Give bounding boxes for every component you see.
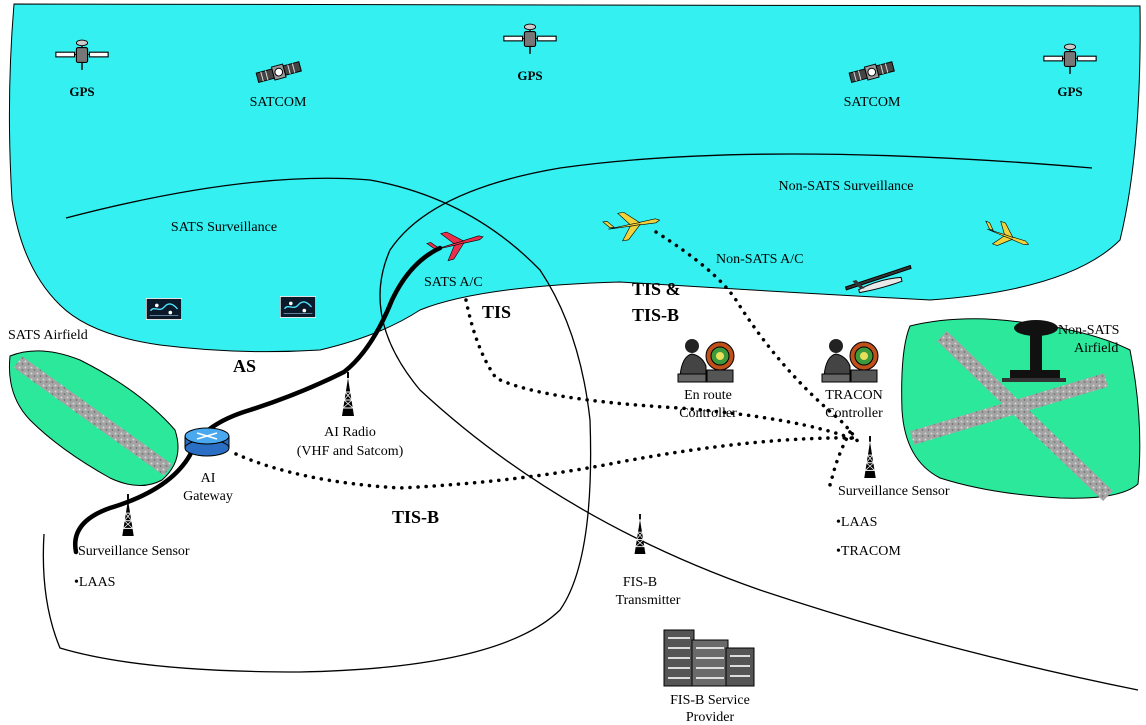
tis-link-line xyxy=(464,298,858,442)
sats-aircraft-label: SATS A/C xyxy=(424,275,483,290)
satellite-gps-3: GPS xyxy=(1043,43,1097,99)
non-sats-airfield-label-line2: Airfield xyxy=(1074,341,1118,356)
building-icon xyxy=(663,629,755,687)
fisb-service-provider-label-line1: FIS-B Service xyxy=(670,693,750,708)
jet-aircraft-icon xyxy=(602,211,661,242)
ai-radio: AI Radio (VHF and Satcom) xyxy=(297,372,404,459)
left-surveillance-sensor: Surveillance Sensor •LAAS xyxy=(74,494,190,590)
tis-tisb-label-line1: TIS & xyxy=(632,279,681,299)
tis-tisb-link-line xyxy=(654,230,860,444)
runway xyxy=(909,373,1109,445)
ai-radio-label-line2: (VHF and Satcom) xyxy=(297,444,404,459)
satellite-label: GPS xyxy=(517,68,542,83)
enroute-controller: En route Controller xyxy=(677,338,737,421)
radio-tower-icon xyxy=(633,514,647,554)
satellite-gps-1: GPS xyxy=(55,39,109,99)
fisb-transmitter: FIS-B Transmitter xyxy=(616,514,681,608)
left-sensor-label: Surveillance Sensor xyxy=(78,544,190,559)
ai-radio-label-line1: AI Radio xyxy=(324,425,376,440)
left-sensor-item: •LAAS xyxy=(74,575,115,590)
non-sats-airfield-label-line1: Non-SATS xyxy=(1058,323,1119,338)
radio-tower-icon xyxy=(341,372,355,416)
surveillance-display-icon xyxy=(280,296,316,318)
controller-workstation-icon xyxy=(821,338,879,383)
non-sats-surveillance-boundary xyxy=(379,153,1139,691)
right-sensor-item: •LAAS xyxy=(836,515,877,530)
tisb-link-line xyxy=(234,436,862,490)
runway xyxy=(937,330,1113,502)
sats-airfield: SATS Airfield xyxy=(8,328,179,486)
control-tower-icon xyxy=(1002,320,1066,382)
non-sats-aircraft-1 xyxy=(602,211,661,242)
non-sats-surveillance-label: Non-SATS Surveillance xyxy=(779,179,914,194)
sats-surveillance-label: SATS Surveillance xyxy=(171,220,277,235)
non-sats-aircraft-2 xyxy=(985,220,1030,246)
non-sats-aircraft-3 xyxy=(845,264,912,294)
surveillance-display-icon xyxy=(146,298,182,320)
satellite-label: SATCOM xyxy=(844,95,901,110)
fisb-service-provider-label-line2: Provider xyxy=(686,710,735,725)
ai-gateway: AI Gateway xyxy=(183,427,233,504)
controller-workstation-icon xyxy=(677,338,735,383)
fisb-transmitter-label-line1: FIS-B xyxy=(623,575,657,590)
ai-gateway-label-line1: AI xyxy=(201,471,216,486)
tracon-sensor-link-line xyxy=(828,430,852,492)
enroute-controller-label-line2: Controller xyxy=(679,406,737,421)
radio-tower-icon xyxy=(863,436,877,478)
as-link-label: AS xyxy=(233,356,256,376)
right-surveillance-sensor: Surveillance Sensor •LAAS •TRACOM xyxy=(836,436,950,559)
tis-link-label: TIS xyxy=(482,302,511,322)
router-icon xyxy=(184,427,230,457)
sats-surveillance-boundary xyxy=(42,177,592,673)
right-sensor-item: •TRACOM xyxy=(836,544,901,559)
fisb-service-provider: FIS-B Service Provider xyxy=(663,629,755,725)
right-sensor-label: Surveillance Sensor xyxy=(838,484,950,499)
non-sats-aircraft-label: Non-SATS A/C xyxy=(716,252,804,267)
fisb-transmitter-label-line2: Transmitter xyxy=(616,593,681,608)
jet-aircraft-icon xyxy=(426,231,484,262)
tis-tisb-label-line2: TIS-B xyxy=(632,305,679,325)
tisb-link-label: TIS-B xyxy=(392,507,439,527)
satellite-label: SATCOM xyxy=(250,95,307,110)
jet-aircraft-icon xyxy=(985,220,1030,246)
sats-airfield-label: SATS Airfield xyxy=(8,328,88,343)
ai-gateway-label-line2: Gateway xyxy=(183,489,233,504)
tracon-controller: TRACON Controller xyxy=(821,338,883,421)
satellite-satcom-1: SATCOM xyxy=(250,59,307,110)
satellite-label: GPS xyxy=(1057,84,1082,99)
runway xyxy=(13,356,173,476)
tracon-controller-label-line2: Controller xyxy=(825,406,883,421)
airspace-sky xyxy=(8,3,1141,353)
satellite-gps-2: GPS xyxy=(503,23,557,83)
sats-aircraft: SATS A/C xyxy=(424,231,484,290)
satellite-satcom-2: SATCOM xyxy=(844,59,901,110)
enroute-controller-label-line1: En route xyxy=(684,388,732,403)
as-link-line xyxy=(72,245,443,555)
tracon-controller-label-line1: TRACON xyxy=(825,388,883,403)
satellite-label: GPS xyxy=(69,84,94,99)
non-sats-airfield: Non-SATS Airfield xyxy=(901,318,1141,502)
prop-aircraft-icon xyxy=(845,264,912,294)
